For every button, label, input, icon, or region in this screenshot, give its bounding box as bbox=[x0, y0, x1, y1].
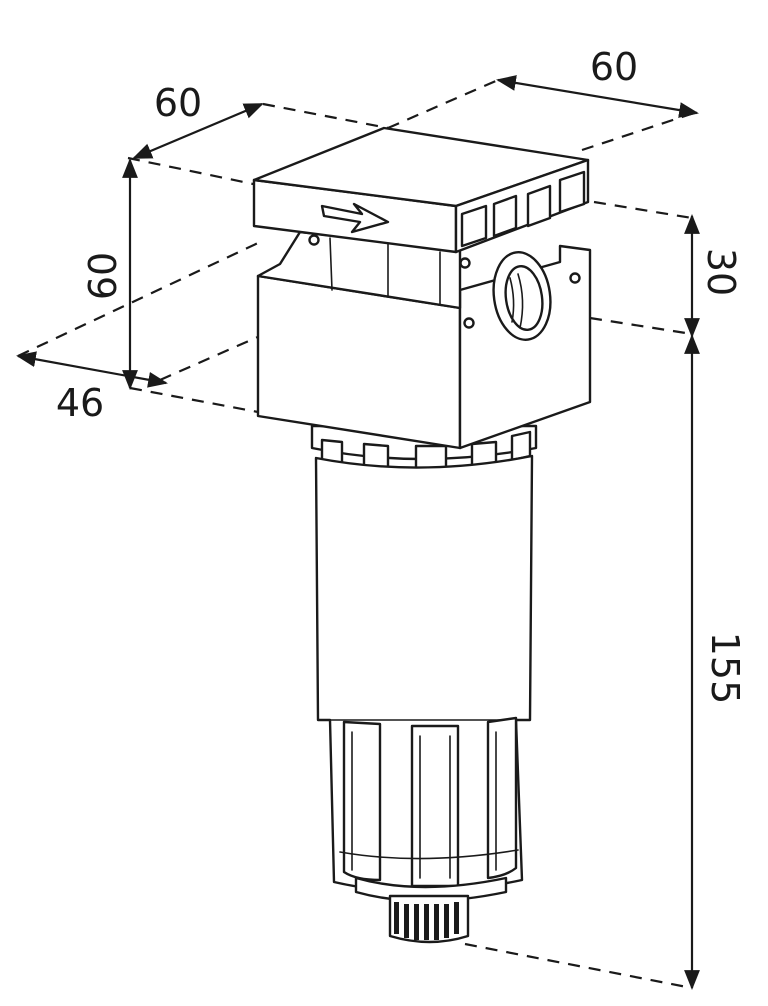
dim-label-top-left: 60 bbox=[154, 81, 202, 125]
dim-label-head-height: 30 bbox=[699, 248, 743, 296]
dimension-labels: 60 60 60 46 30 155 bbox=[56, 45, 747, 704]
flow-arrow-icon bbox=[320, 202, 390, 234]
filter-bowl bbox=[310, 424, 538, 944]
dim-label-body-height: 155 bbox=[703, 632, 747, 705]
dim-label-top-right: 60 bbox=[590, 45, 638, 89]
drain-knob-knurl bbox=[394, 902, 459, 940]
filter-head bbox=[252, 126, 592, 450]
dim-label-depth-left: 46 bbox=[56, 381, 104, 425]
dim-line-top-right bbox=[496, 75, 699, 118]
dimension-lines bbox=[16, 75, 700, 990]
dim-line-depth-left bbox=[16, 351, 168, 388]
dim-label-height-left: 60 bbox=[81, 252, 125, 300]
dim-line-top-left bbox=[132, 102, 264, 160]
